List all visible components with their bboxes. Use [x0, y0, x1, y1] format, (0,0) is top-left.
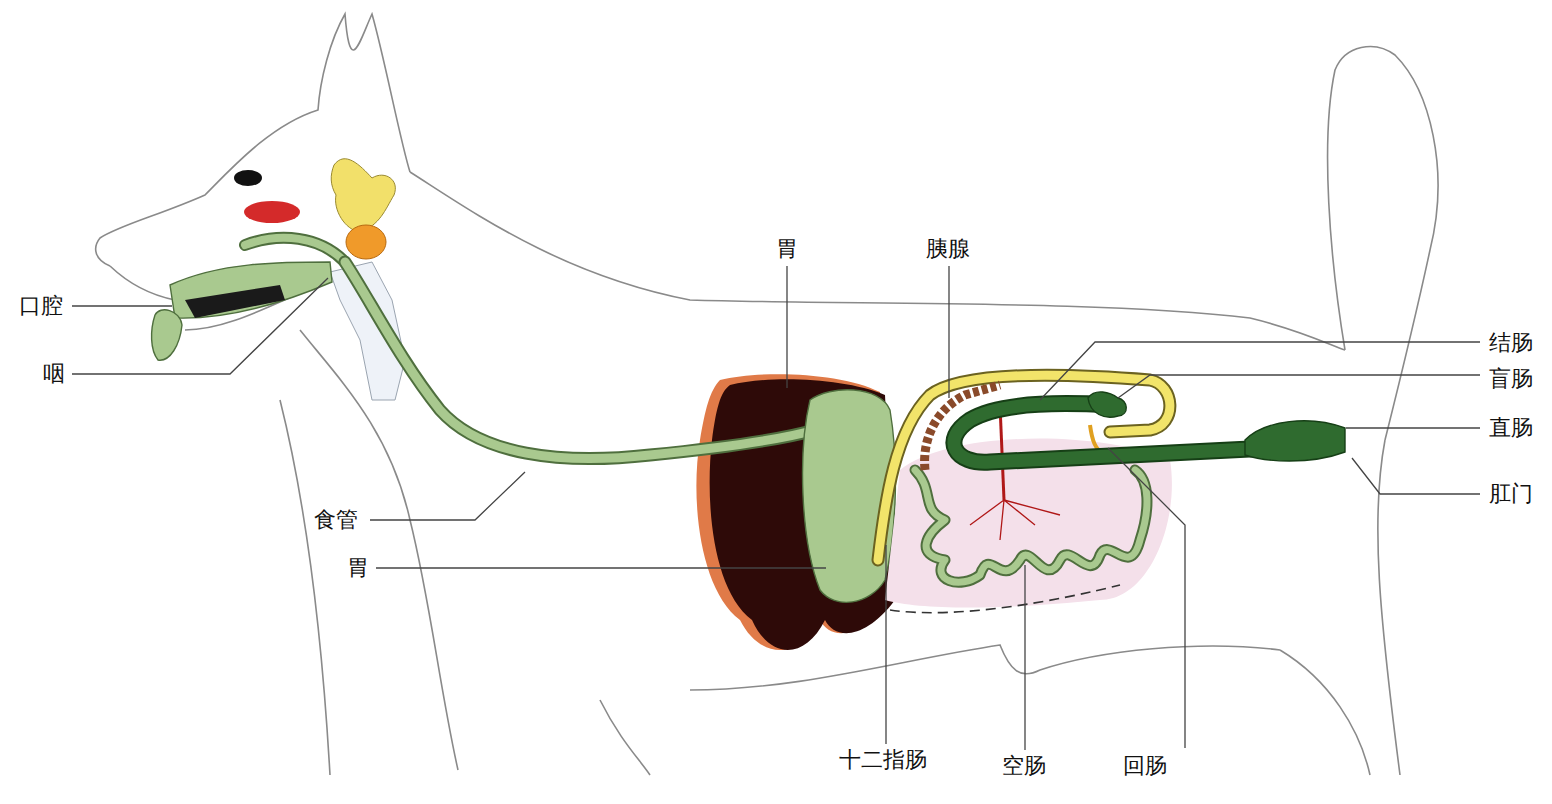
blood-vessel [970, 405, 1060, 540]
dog-outline [96, 14, 1438, 775]
part-label: 食管 [313, 507, 359, 533]
oral-cavity [170, 262, 332, 318]
part-label: 肛门 [1488, 481, 1534, 507]
part-label: 口腔 [18, 293, 64, 319]
part-label: 胃 [346, 555, 370, 581]
eye [234, 170, 262, 186]
esophagus [345, 262, 815, 459]
parotid-gland [244, 201, 300, 223]
part-label: 胃 [775, 236, 799, 262]
part-label: 空肠 [1001, 753, 1047, 779]
part-label: 直肠 [1488, 415, 1534, 441]
part-label: 咽 [42, 361, 66, 387]
tongue [152, 310, 182, 360]
salivary-gland [331, 159, 395, 232]
jaw [185, 285, 285, 318]
part-label: 回肠 [1122, 753, 1168, 779]
pharynx [245, 238, 345, 262]
part-label: 十二指肠 [838, 747, 928, 773]
leader-line [72, 266, 1480, 750]
salivary-gland [346, 225, 386, 259]
pharynx [245, 238, 345, 262]
esophagus [345, 262, 815, 459]
part-label: 盲肠 [1488, 366, 1534, 392]
part-label: 结肠 [1488, 330, 1534, 356]
liver [710, 379, 895, 650]
peritoneum [890, 585, 1120, 613]
jejunum [915, 470, 1147, 582]
jejunum [915, 470, 1147, 582]
rectum [1245, 421, 1345, 461]
part-label: 胰腺 [925, 236, 971, 262]
